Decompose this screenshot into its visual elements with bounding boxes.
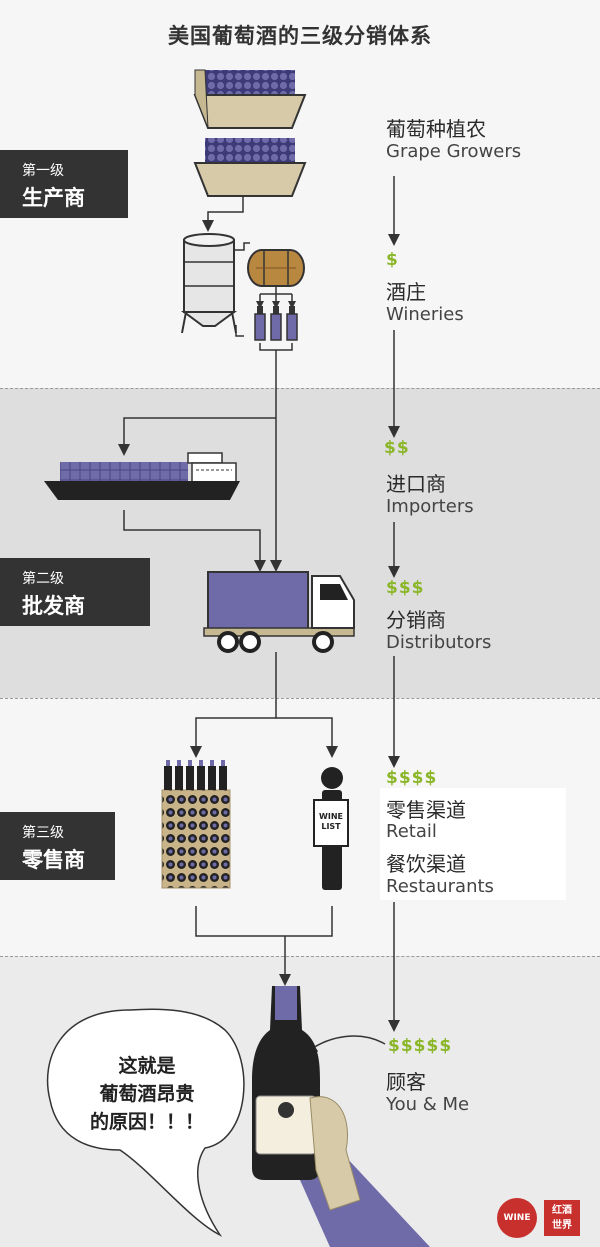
stage-grape-growers-en: Grape Growers — [386, 141, 522, 162]
band-wholesalers — [0, 388, 600, 698]
grape-bin-icon — [193, 69, 307, 129]
stage-consumer-cn: 顾客 — [386, 1070, 426, 1094]
tier-name: 生产商 — [22, 186, 85, 210]
page-title: 美国葡萄酒的三级分销体系 — [168, 24, 432, 48]
stage-wineries-en: Wineries — [386, 304, 464, 325]
markup-4: $$$$ — [386, 768, 438, 788]
markup-2: $$ — [384, 438, 410, 458]
wine-list-label: WINE LIST — [314, 812, 348, 832]
tier-level: 第二级 — [22, 571, 64, 587]
hongjiu-shijie-logo: 红酒 世界 — [544, 1200, 580, 1236]
tier-name: 批发商 — [22, 594, 85, 618]
stage-restaurants-en: Restaurants — [386, 876, 494, 897]
markup-5: $$$$$ — [388, 1036, 453, 1056]
wine-list-line: LIST — [321, 822, 341, 831]
tier-label-retailers: 第三级 零售商 — [0, 812, 115, 880]
hand-holding-bottle-icon — [252, 986, 430, 1247]
stage-distributors-cn: 分销商 — [386, 608, 446, 632]
markup-1: $ — [386, 250, 399, 270]
tier-level: 第一级 — [22, 163, 64, 179]
logo-text: 世界 — [552, 1220, 572, 1231]
truck-icon — [203, 571, 355, 653]
wine-rack-icon — [161, 760, 231, 889]
barrel-icon — [247, 249, 305, 287]
stage-retail-cn: 零售渠道 — [386, 798, 466, 822]
speech-line: 的原因！！！ — [89, 1111, 204, 1133]
logo-text: 红酒 — [552, 1205, 572, 1216]
tier-label-wholesalers: 第二级 批发商 — [0, 558, 150, 626]
wine-bottles-icon — [254, 306, 298, 341]
cargo-ship-icon — [44, 452, 240, 500]
stage-consumer-en: You & Me — [386, 1094, 470, 1115]
speech-line: 葡萄酒昂贵 — [99, 1083, 195, 1105]
speech-bubble — [46, 1008, 245, 1237]
divider — [0, 388, 600, 389]
stage-wineries-cn: 酒庄 — [386, 280, 426, 304]
tier-label-producers: 第一级 生产商 — [0, 150, 128, 218]
retail-label-panel — [380, 788, 566, 900]
stage-grape-growers-cn: 葡萄种植农 — [386, 117, 486, 141]
wine-list-line: WINE — [319, 812, 343, 821]
fermentation-tank-icon — [180, 233, 238, 334]
speech-text: 这就是 葡萄酒昂贵 的原因！！！ — [52, 1052, 242, 1136]
stage-importers-en: Importers — [386, 496, 474, 517]
stage-distributors-en: Distributors — [386, 632, 492, 653]
divider — [0, 698, 600, 699]
tier-name: 零售商 — [22, 848, 85, 872]
sommelier-icon — [313, 767, 349, 890]
wine-folly-logo: WINE FOLLY — [497, 1198, 537, 1238]
markup-3: $$$ — [386, 578, 425, 598]
stage-retail-en: Retail — [386, 821, 437, 842]
stage-importers-cn: 进口商 — [386, 472, 446, 496]
tier-level: 第三级 — [22, 825, 64, 841]
grape-bin-icon — [193, 138, 307, 197]
speech-line: 这就是 — [118, 1055, 176, 1077]
stage-restaurants-cn: 餐饮渠道 — [386, 852, 466, 876]
divider — [0, 956, 600, 957]
